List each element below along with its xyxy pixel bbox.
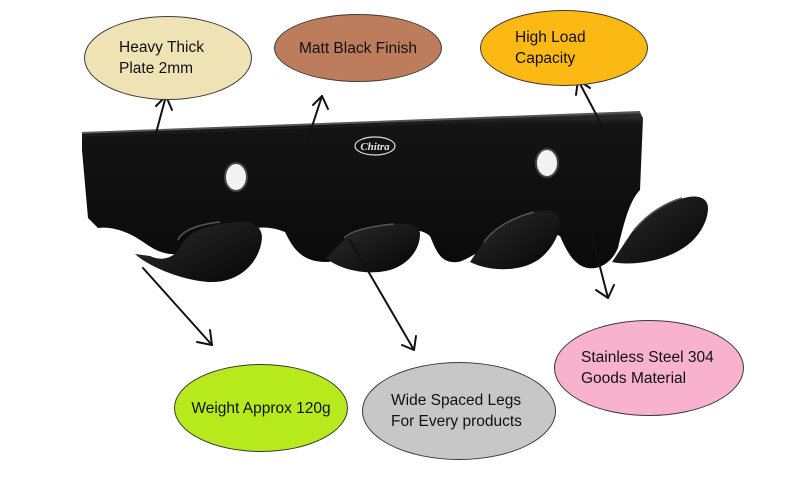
arrow-plate: [151, 95, 167, 149]
callout-line: Goods Material: [581, 370, 687, 387]
callout-line: Stainless Steel 304: [581, 349, 714, 366]
mounting-holes: [224, 148, 559, 192]
callout-material: Stainless Steel 304 Goods Material: [554, 320, 744, 416]
arrow-finish: [304, 95, 323, 149]
callout-line: High Load: [515, 29, 586, 46]
brand-logo: Chitra: [354, 136, 396, 156]
arrow-load: [577, 79, 608, 136]
callout-weight: Weight Approx 120g: [174, 364, 348, 452]
callout-line: Wide Spaced Legs: [391, 392, 522, 409]
arrow-weight: [142, 267, 213, 346]
callout-plate-thickness: Heavy Thick Plate 2mm: [84, 16, 252, 100]
arrow-legs: [349, 239, 415, 351]
callout-line: Heavy Thick: [119, 39, 204, 56]
callout-line: Weight Approx 120g: [191, 399, 331, 417]
brand-logo-text: Chitra: [360, 141, 390, 153]
callout-line: Capacity: [515, 50, 576, 67]
callout-line: Plate 2mm: [119, 60, 194, 77]
callout-finish: Matt Black Finish: [274, 14, 442, 82]
callout-arrows: [142, 79, 615, 351]
callout-line: Matt Black Finish: [298, 39, 417, 57]
callout-legs: Wide Spaced Legs For Every products: [362, 362, 556, 460]
hooks: [135, 196, 708, 282]
callout-line: For Every products: [391, 413, 522, 430]
arrow-steel: [589, 227, 609, 299]
callout-load-capacity: High Load Capacity: [480, 10, 648, 86]
